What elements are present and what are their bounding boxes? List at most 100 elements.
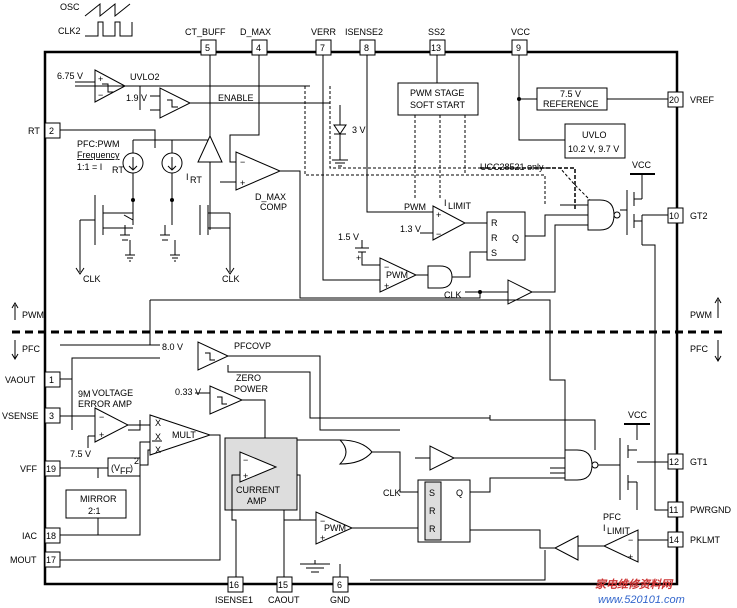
pin-8-label: ISENSE2	[345, 27, 383, 37]
vcc-wire	[518, 55, 537, 100]
pin-5-num: 5	[205, 43, 210, 53]
v13-label: 1.3 V	[400, 224, 421, 234]
svg-text:+: +	[99, 430, 104, 440]
pfc-pwm-label: PFC:PWM	[77, 139, 120, 149]
pfc-ilimit-comparator: PFC I LIMIT − +	[470, 512, 668, 563]
pin-14-num: 14	[669, 535, 679, 545]
pin-18-num: 18	[46, 531, 56, 541]
pfcovp-comparator: 8.0 V PFCOVP	[162, 341, 400, 431]
svg-text:−: −	[98, 90, 103, 100]
pin-3-num: 3	[49, 411, 54, 421]
arrow-up-left	[11, 302, 19, 320]
pin-14-label: PKLMT	[690, 535, 721, 545]
uvlo2-comparator: + − 6.75 V UVLO2	[57, 69, 160, 110]
pwm-ilimit-pwm: PWM	[404, 202, 426, 212]
pfcovp-label: PFCOVP	[234, 341, 271, 351]
uvlo-v-label: 10.2 V, 9.7 V	[568, 144, 619, 154]
caout-wire	[283, 474, 301, 577]
sr-s: S	[491, 248, 497, 258]
pin-13-num: 13	[431, 43, 441, 53]
pfc-pwm-comparator: − + PWM	[300, 511, 425, 545]
ratio-label: 1:1 = I	[77, 162, 102, 172]
left-pins: 2 RT 1 VAOUT 3 VSENSE 19 VFF 18 IAC 17 M…	[2, 122, 61, 568]
pin-7-label: VERR	[311, 27, 337, 37]
pwm-ilimit-i: I	[444, 198, 447, 208]
ct-buffer	[197, 55, 223, 230]
clk-b-label: CLK	[222, 274, 240, 284]
enable-label: ENABLE	[218, 93, 254, 103]
svg-text:−: −	[384, 262, 389, 272]
zero-label: ZERO	[236, 373, 261, 383]
v75-label: 7.5 V	[70, 449, 91, 459]
frequency-label: Frequency	[77, 150, 120, 160]
svg-text:+: +	[240, 178, 245, 188]
pin-6-label: GND	[330, 595, 351, 605]
mult-x2: X	[155, 432, 161, 442]
svg-text:+: +	[320, 533, 325, 543]
watermark-text: 家电维修资料网	[595, 578, 674, 591]
pfc-sr-r2: R	[429, 524, 436, 534]
dmax-comparator: − + D_MAX COMP	[220, 55, 481, 299]
vff-pow: )	[130, 463, 133, 473]
bottom-driver: VCC	[598, 410, 668, 510]
pin-12-label: GT1	[690, 457, 708, 467]
pin-9-label: VCC	[511, 27, 531, 37]
clk2-pulses	[85, 21, 133, 37]
pin-5	[200, 39, 217, 56]
misc-wire-4	[227, 365, 490, 419]
vff-2: 2	[134, 456, 139, 466]
pwm-stage-label2: SOFT START	[410, 100, 466, 110]
mirror-label2: 2:1	[88, 506, 101, 516]
mult-x3: X	[155, 445, 161, 455]
misc-wire-5	[150, 299, 566, 455]
pfc-il-label1: PFC	[603, 512, 622, 522]
svg-text:+: +	[98, 74, 103, 84]
gnd-symbol	[300, 560, 341, 577]
vea-label1: VOLTAGE	[92, 388, 133, 398]
v80-label: 8.0 V	[162, 342, 183, 352]
uvlo-in-wire	[518, 99, 565, 141]
pin-19-label: VFF	[20, 464, 38, 474]
pin-16-label: ISENSE1	[215, 595, 253, 605]
pin-2-label: RT	[28, 126, 40, 136]
pin-16-num: 16	[229, 580, 239, 590]
clk2-label: CLK2	[58, 26, 81, 36]
vcc-bot-label: VCC	[628, 410, 648, 420]
pin-11-label: PWRGND	[690, 505, 731, 515]
watermark-url: www.520101.com	[598, 594, 685, 606]
vff-sq-label: (V	[111, 463, 120, 473]
osc-sawtooth	[84, 2, 131, 18]
pin-15-num: 15	[278, 580, 288, 590]
zener-3v: 3 V	[332, 105, 366, 167]
vea-label2: ERROR AMP	[78, 399, 132, 409]
pin-4-label: D_MAX	[240, 27, 271, 37]
vcc-top-label: VCC	[632, 160, 652, 170]
svg-text:−: −	[99, 412, 104, 422]
v675-label: 6.75 V	[57, 71, 83, 81]
sr-q-out	[525, 214, 588, 237]
or-gate	[338, 439, 373, 465]
svg-text:+: +	[384, 281, 389, 291]
pin-7-num: 7	[320, 43, 325, 53]
pin-11-num: 11	[669, 505, 678, 515]
pfc-buffer	[429, 445, 456, 471]
dmax-comp-label2: COMP	[260, 202, 287, 212]
irt-label: I	[186, 172, 189, 182]
svg-text:−: −	[320, 516, 325, 526]
pfc-il-label2: I	[603, 523, 606, 533]
svg-text:+: +	[628, 552, 633, 562]
pin-4-num: 4	[256, 43, 261, 53]
v19-label: 1.9 V	[126, 93, 147, 103]
pfc-pwm-label: PWM	[324, 523, 346, 533]
svg-text:−: −	[628, 535, 633, 545]
sr-q: Q	[512, 233, 519, 243]
rt-sub-label: RT	[112, 165, 124, 175]
svg-text:−: −	[436, 229, 441, 239]
svg-text:+: +	[243, 471, 248, 481]
vff-wire	[60, 449, 150, 469]
sr-r1: R	[491, 218, 498, 228]
pin-9-num: 9	[516, 43, 521, 53]
irt-sub: RT	[190, 175, 202, 185]
pfc-sr-highlight	[424, 481, 442, 541]
